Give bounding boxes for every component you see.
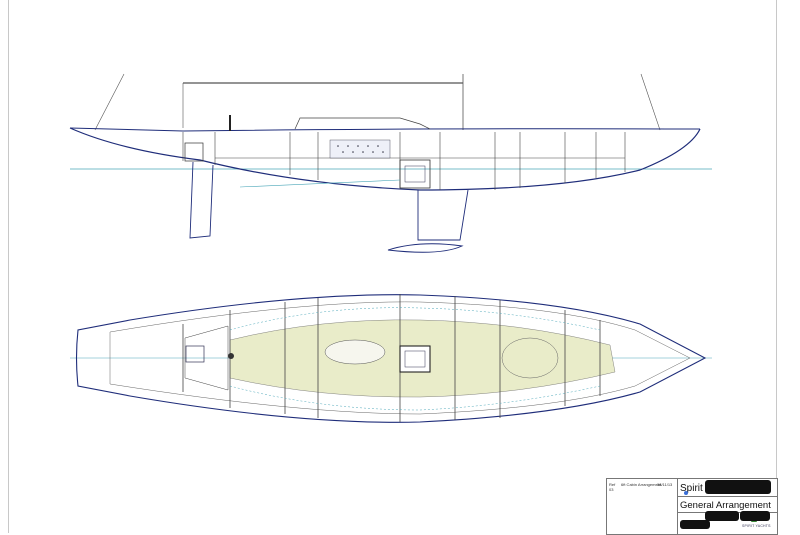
coachroof xyxy=(294,117,431,130)
redaction-mark xyxy=(705,511,739,521)
redaction-mark xyxy=(680,520,710,529)
engine-plan xyxy=(399,345,431,373)
sheet-number: 03 xyxy=(609,487,614,492)
title-divider-1 xyxy=(678,496,777,497)
forestay xyxy=(94,73,125,131)
keel-bulb xyxy=(387,243,464,253)
sheer-line xyxy=(69,127,701,132)
drawing-date: 08/11/13 xyxy=(657,482,673,487)
redaction-mark xyxy=(705,480,771,494)
backstay xyxy=(640,73,661,131)
engine-profile xyxy=(399,159,431,189)
revision-cell: Ref 03 6ft Cabin Arrangement 08/11/13 xyxy=(607,479,678,534)
deck-outline-plan xyxy=(75,294,707,423)
drawing-description: 6ft Cabin Arrangement xyxy=(621,482,662,487)
hull-profile xyxy=(69,127,701,191)
project-name: Spirit 74 xyxy=(680,483,717,494)
ref-label: Ref xyxy=(609,482,616,487)
keel-fin xyxy=(417,189,469,241)
project-marker-icon xyxy=(684,491,688,495)
saloon-table xyxy=(324,339,386,365)
redaction-mark xyxy=(740,511,770,521)
sheet-border-right xyxy=(776,0,777,533)
sheet-border-left xyxy=(8,0,9,533)
cockpit xyxy=(184,325,229,391)
rudder xyxy=(189,161,214,239)
drawing-title: General Arrangement xyxy=(680,500,771,511)
logo-text: SPIRIT YACHTS xyxy=(742,524,771,528)
